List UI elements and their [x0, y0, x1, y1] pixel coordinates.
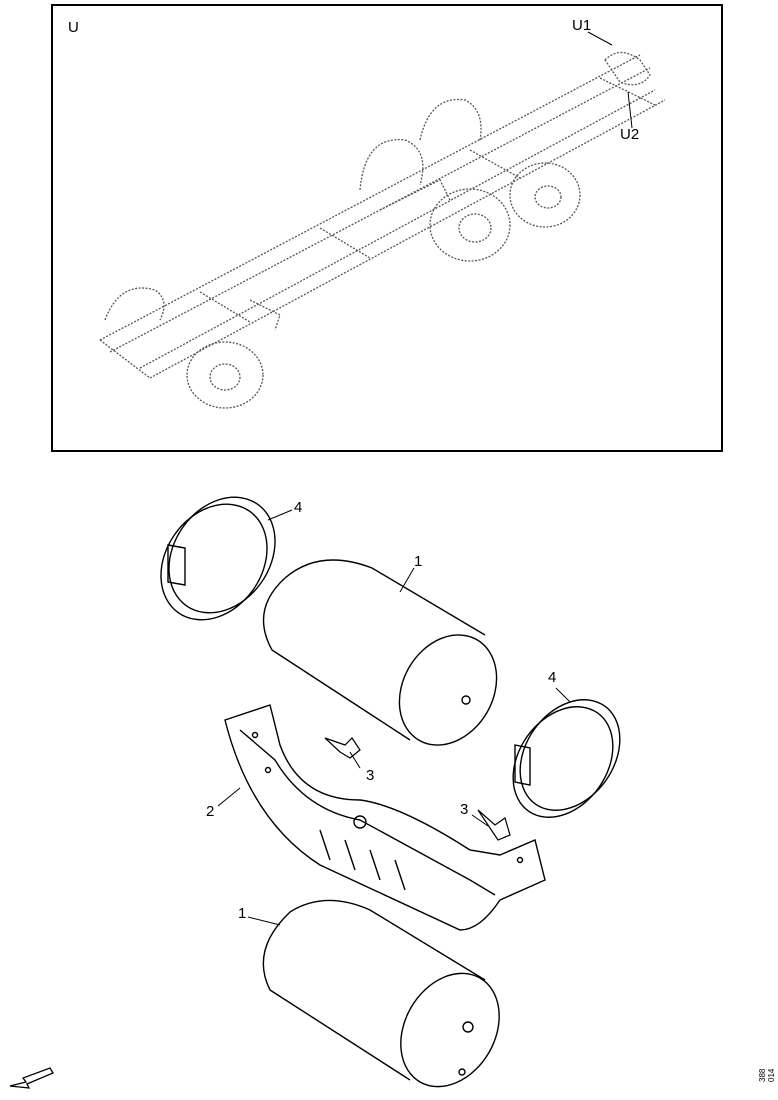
arrow-forward-icon [9, 1067, 54, 1089]
callout-tank-lower: 1 [238, 905, 247, 922]
figure-code: 388 014 [758, 1068, 776, 1082]
air-tank-lower [262, 899, 500, 1088]
callout-strap-right: 4 [548, 669, 557, 686]
inset-frame [51, 4, 723, 452]
inset-view-label: U [68, 19, 79, 36]
inset-detail-label-u2: U2 [620, 126, 640, 143]
callout-bolt-upper: 3 [366, 767, 375, 784]
callout-bolt-right: 3 [460, 801, 469, 818]
callout-strap-upper: 4 [294, 499, 303, 516]
tank-bracket [224, 704, 546, 931]
tank-strap-upper [160, 496, 276, 621]
tank-strap-right [512, 699, 621, 818]
bolt-upper [324, 737, 361, 759]
callout-bracket: 2 [206, 803, 215, 820]
chassis-sketch [99, 51, 666, 409]
leader-lines [217, 31, 633, 926]
callout-tank-upper: 1 [414, 553, 423, 570]
inset-detail-label-u1: U1 [572, 17, 592, 34]
bolt-right [477, 809, 511, 841]
air-tank-upper [262, 559, 498, 746]
